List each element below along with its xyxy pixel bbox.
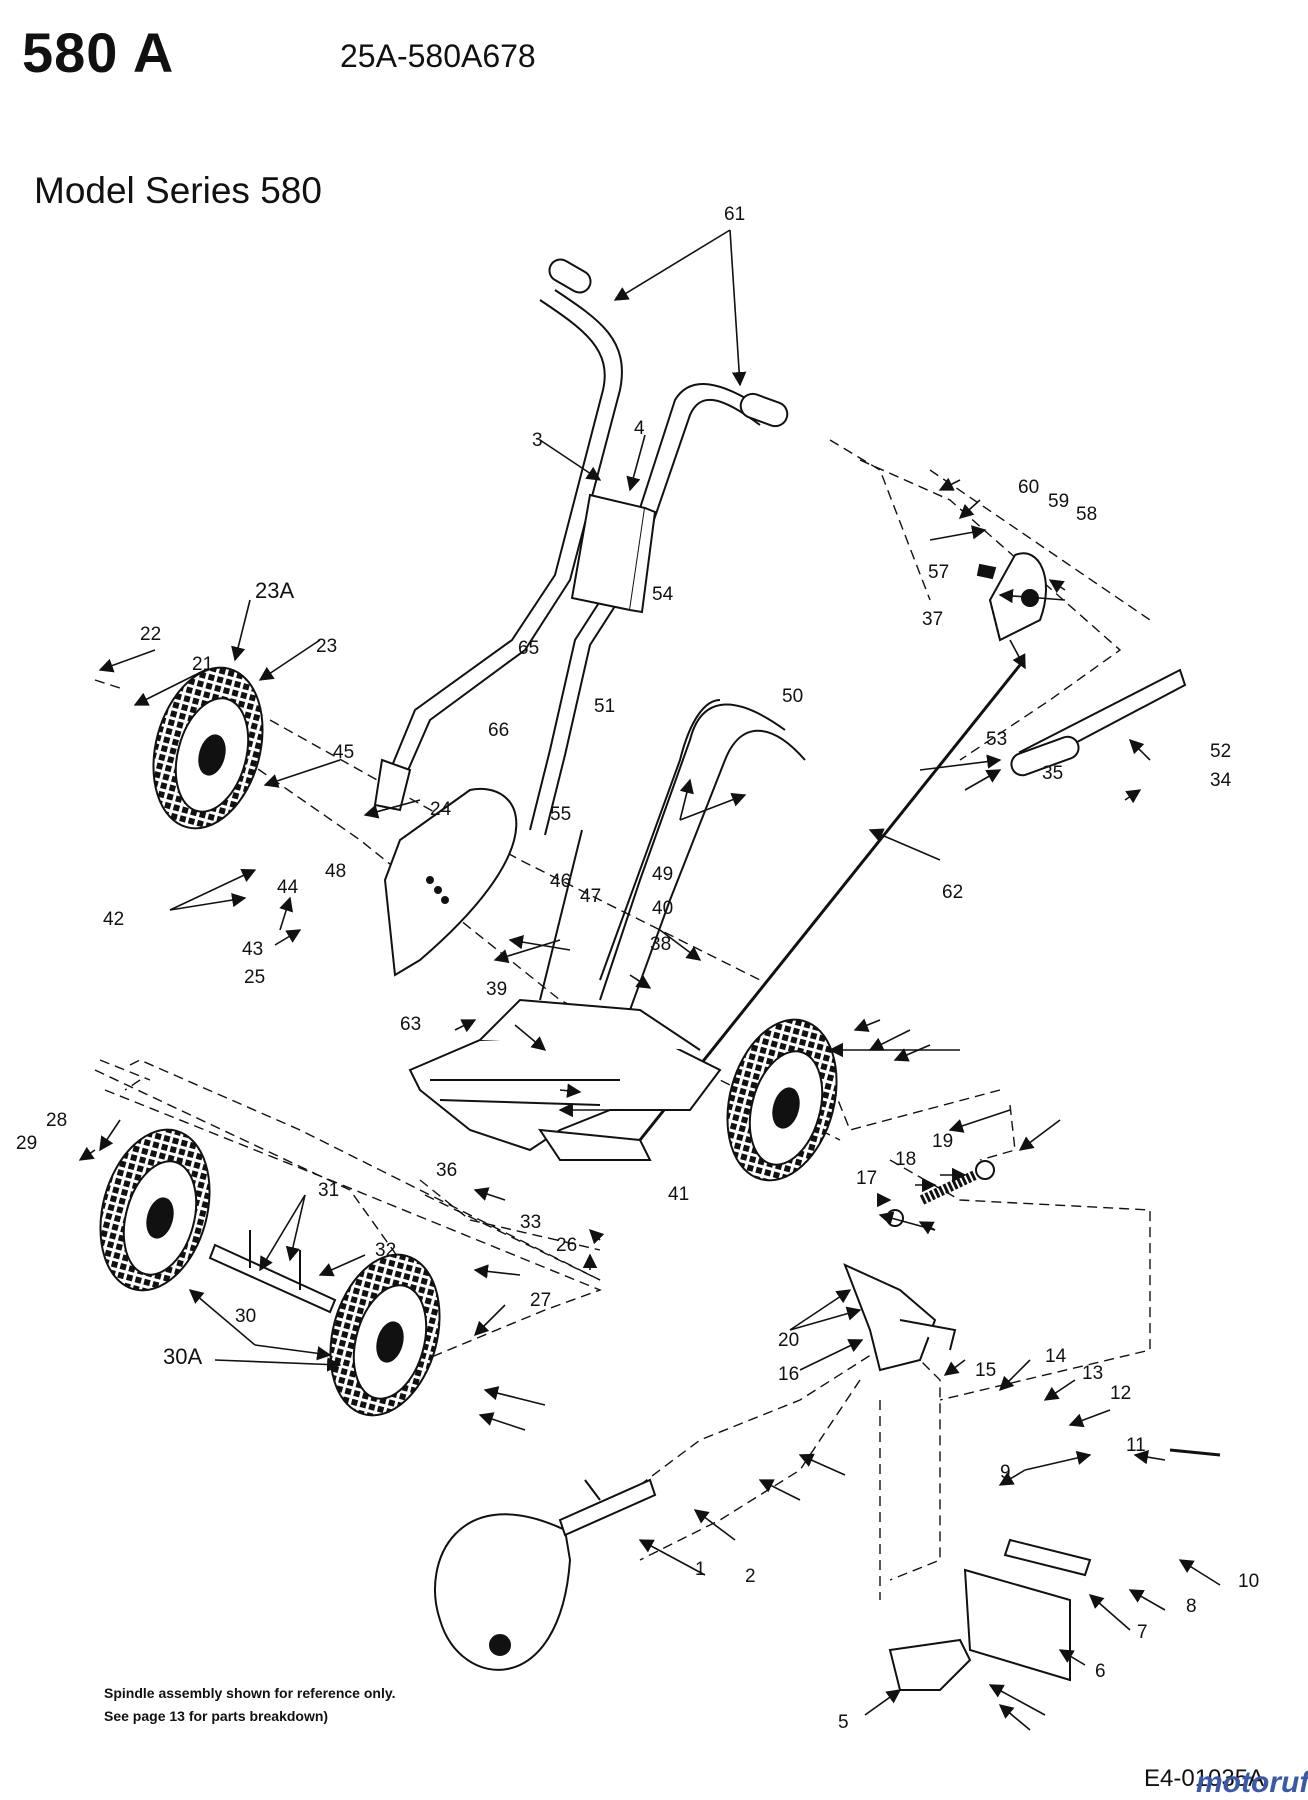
callout-23: 23 bbox=[316, 636, 337, 657]
callout-30: 30 bbox=[235, 1306, 256, 1327]
spindle-note-line2: See page 13 for parts breakdown) bbox=[104, 1708, 329, 1724]
spindle-note-line1: Spindle assembly shown for reference onl… bbox=[104, 1685, 396, 1701]
callout-19: 19 bbox=[932, 1131, 953, 1152]
callout-66: 66 bbox=[488, 720, 509, 741]
callout-45: 45 bbox=[333, 742, 354, 763]
callout-51: 51 bbox=[594, 696, 615, 717]
callout-9: 9 bbox=[1000, 1462, 1011, 1483]
callout-20: 20 bbox=[778, 1330, 799, 1351]
pivot-bracket bbox=[843, 1263, 957, 1372]
callout-31: 31 bbox=[318, 1180, 339, 1201]
leader-lines bbox=[78, 229, 1221, 1731]
callout-42: 42 bbox=[103, 909, 124, 930]
callout-61: 61 bbox=[724, 204, 745, 225]
callout-25: 25 bbox=[244, 967, 265, 988]
callout-10: 10 bbox=[1238, 1571, 1259, 1592]
callout-44: 44 bbox=[277, 877, 299, 898]
callout-2: 2 bbox=[745, 1566, 756, 1587]
watermark-logo: motoruf.de bbox=[1196, 1766, 1308, 1799]
callout-22: 22 bbox=[140, 624, 161, 645]
callout-24: 24 bbox=[430, 799, 452, 820]
callout-34: 34 bbox=[1210, 770, 1232, 791]
callout-49: 49 bbox=[652, 864, 673, 885]
lower-handle bbox=[539, 699, 806, 1011]
callout-29: 29 bbox=[16, 1133, 37, 1154]
drawing-code: E4-01035A bbox=[1144, 1765, 1265, 1792]
callout-60: 60 bbox=[1018, 477, 1039, 498]
callout-52: 52 bbox=[1210, 741, 1231, 762]
callout-8: 8 bbox=[1186, 1596, 1197, 1617]
callout-6: 6 bbox=[1095, 1661, 1106, 1682]
callout-11: 11 bbox=[1126, 1435, 1146, 1456]
callout-3: 3 bbox=[532, 430, 543, 451]
callout-58: 58 bbox=[1076, 504, 1097, 525]
callout-57: 57 bbox=[928, 562, 949, 583]
callout-38: 38 bbox=[650, 934, 671, 955]
callout-16: 16 bbox=[778, 1364, 799, 1385]
blade-and-guard bbox=[434, 1478, 657, 1671]
callout-28: 28 bbox=[46, 1110, 67, 1131]
callout-5: 5 bbox=[838, 1712, 849, 1733]
callout-41: 41 bbox=[668, 1184, 689, 1205]
callout-62: 62 bbox=[942, 882, 963, 903]
callout-labels: 61 3 4 65 54 23A 22 21 23 66 45 24 42 44… bbox=[16, 204, 1259, 1733]
spring-assembly bbox=[886, 1160, 995, 1227]
model-series: Model Series 580 bbox=[34, 170, 322, 211]
callout-48: 48 bbox=[325, 861, 346, 882]
callout-26: 26 bbox=[556, 1235, 577, 1256]
callout-43: 43 bbox=[242, 939, 263, 960]
wheel-plate bbox=[383, 787, 518, 977]
callout-14: 14 bbox=[1045, 1346, 1067, 1367]
callout-30A: 30A bbox=[163, 1344, 202, 1369]
callout-15: 15 bbox=[975, 1360, 996, 1381]
callout-1: 1 bbox=[695, 1559, 706, 1580]
callout-36: 36 bbox=[436, 1160, 457, 1181]
callout-63: 63 bbox=[400, 1014, 421, 1035]
callout-65: 65 bbox=[518, 638, 539, 659]
callout-54: 54 bbox=[652, 584, 674, 605]
callout-13: 13 bbox=[1082, 1363, 1103, 1384]
callout-37: 37 bbox=[922, 609, 943, 630]
wheel-upper-left bbox=[152, 666, 264, 830]
rear-axle bbox=[208, 1230, 337, 1314]
callout-55: 55 bbox=[550, 804, 571, 825]
callout-47: 47 bbox=[580, 886, 601, 907]
callout-17: 17 bbox=[856, 1168, 877, 1189]
callout-59: 59 bbox=[1048, 491, 1069, 512]
callout-7: 7 bbox=[1137, 1622, 1148, 1643]
callout-33: 33 bbox=[520, 1212, 541, 1233]
main-frame bbox=[408, 998, 722, 1161]
upper-handle-right bbox=[529, 383, 789, 836]
wheel-lower-left bbox=[99, 1128, 211, 1292]
lower-mount-plates bbox=[888, 1448, 1221, 1691]
part-number: 25A-580A678 bbox=[340, 38, 536, 74]
callout-23A: 23A bbox=[255, 578, 294, 603]
spindle-note: Spindle assembly shown for reference onl… bbox=[104, 1682, 396, 1728]
callout-27: 27 bbox=[530, 1290, 551, 1311]
adjustment-lever bbox=[1010, 668, 1187, 777]
handle-bracket bbox=[570, 493, 657, 614]
callout-18: 18 bbox=[895, 1149, 916, 1170]
callout-4: 4 bbox=[634, 418, 645, 439]
callout-53: 53 bbox=[986, 729, 1007, 750]
callout-32: 32 bbox=[375, 1240, 396, 1261]
callout-12: 12 bbox=[1110, 1383, 1131, 1404]
callout-21: 21 bbox=[192, 654, 213, 675]
callout-39: 39 bbox=[486, 979, 507, 1000]
callout-40: 40 bbox=[652, 898, 673, 919]
wheel-middle-right bbox=[726, 1018, 838, 1182]
model-number: 580 A bbox=[22, 21, 175, 84]
callout-50: 50 bbox=[782, 686, 803, 707]
wheel-lower-right bbox=[329, 1253, 441, 1417]
upper-handle-left bbox=[373, 258, 623, 812]
callout-35: 35 bbox=[1042, 763, 1063, 784]
callout-46: 46 bbox=[550, 871, 571, 892]
